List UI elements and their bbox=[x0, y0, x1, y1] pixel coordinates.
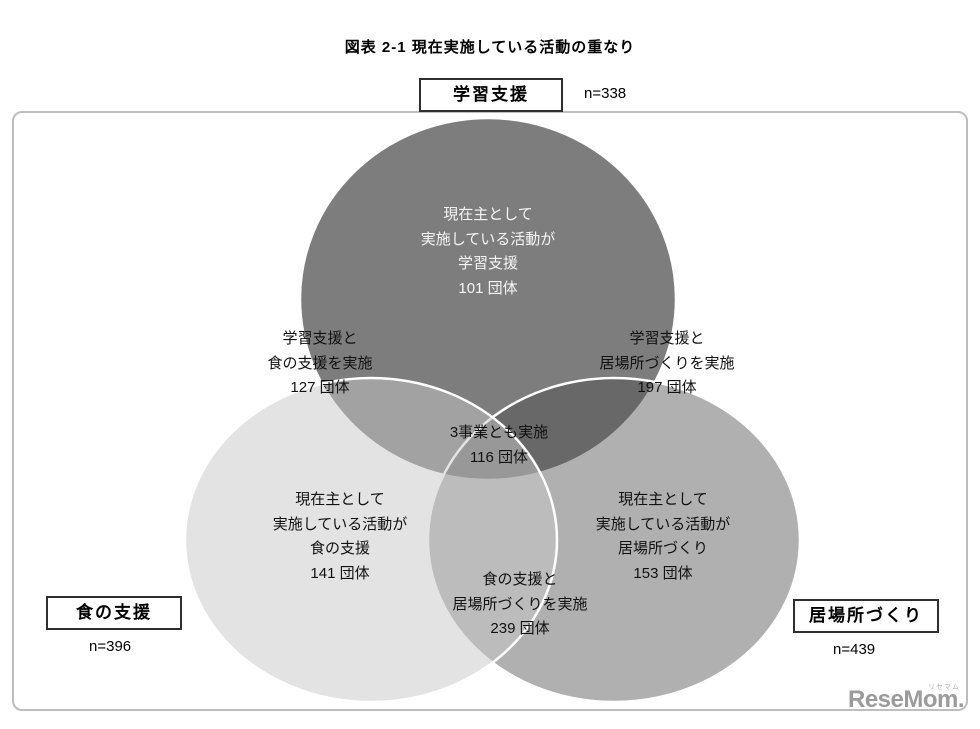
region-line: 現在主として bbox=[443, 206, 533, 223]
region-study-food-text: 学習支援と 食の支援を実施 127 団体 bbox=[267, 327, 372, 401]
figure-frame bbox=[12, 111, 968, 711]
label-food: 食の支援 bbox=[76, 603, 152, 622]
region-count: 141 団体 bbox=[310, 564, 370, 582]
region-count: 239 団体 bbox=[490, 620, 550, 637]
region-count: 153 団体 bbox=[633, 564, 693, 582]
region-food-place-text: 食の支援と 居場所づくりを実施 239 団体 bbox=[452, 568, 587, 642]
region-count: 127 団体 bbox=[290, 379, 350, 396]
label-box-place: 居場所づくり bbox=[793, 599, 939, 633]
region-count: 116 団体 bbox=[469, 448, 529, 466]
region-line: 食の支援を実施 bbox=[267, 354, 373, 372]
region-study-place-text: 学習支援と 居場所づくりを実施 197 団体 bbox=[599, 327, 734, 401]
n-count-food: n=396 bbox=[89, 638, 132, 655]
region-line: 現在主として bbox=[618, 491, 708, 508]
region-line: 実施している活動が bbox=[272, 515, 408, 533]
resemom-logo-ruby: リセマム bbox=[928, 684, 961, 691]
n-count-place: n=439 bbox=[833, 641, 876, 658]
region-all-three-text: 3事業とも実施 116 団体 bbox=[450, 421, 548, 470]
region-line: 食の支援と bbox=[482, 571, 558, 588]
label-box-food: 食の支援 bbox=[46, 596, 182, 630]
region-line: 現在主として bbox=[295, 491, 385, 508]
region-study-only-text: 現在主として 実施している活動が 学習支援 101 団体 bbox=[421, 203, 556, 301]
region-line: 学習支援と bbox=[629, 330, 705, 347]
region-line: 学習支援 bbox=[457, 255, 518, 272]
region-line: 学習支援と bbox=[282, 330, 358, 347]
region-line: 3事業とも実施 bbox=[449, 424, 549, 441]
region-food-only-text: 現在主として 実施している活動が 食の支援 141 団体 bbox=[273, 488, 408, 586]
region-place-only-text: 現在主として 実施している活動が 居場所づくり 153 団体 bbox=[596, 488, 731, 586]
food-circle bbox=[183, 376, 559, 704]
label-place: 居場所づくり bbox=[809, 606, 923, 625]
resemom-logo: ReseMom. リセマム bbox=[848, 684, 965, 714]
figure-title: 図表 2-1 現在実施している活動の重なり bbox=[344, 39, 636, 56]
region-line: 居場所づくりを実施 bbox=[599, 354, 735, 372]
region-line: 実施している活動が bbox=[595, 515, 731, 533]
label-box-study: 学習支援 bbox=[419, 78, 563, 112]
label-study: 学習支援 bbox=[453, 85, 529, 104]
region-line: 居場所づくりを実施 bbox=[452, 595, 588, 613]
region-line: 食の支援 bbox=[309, 540, 370, 557]
region-count: 197 団体 bbox=[637, 379, 697, 396]
region-line: 居場所づくり bbox=[617, 540, 708, 557]
n-count-study: n=338 bbox=[584, 85, 627, 102]
region-line: 実施している活動が bbox=[420, 230, 556, 248]
resemom-logo-text: ReseMom. bbox=[848, 686, 965, 713]
region-count: 101 団体 bbox=[458, 279, 518, 297]
